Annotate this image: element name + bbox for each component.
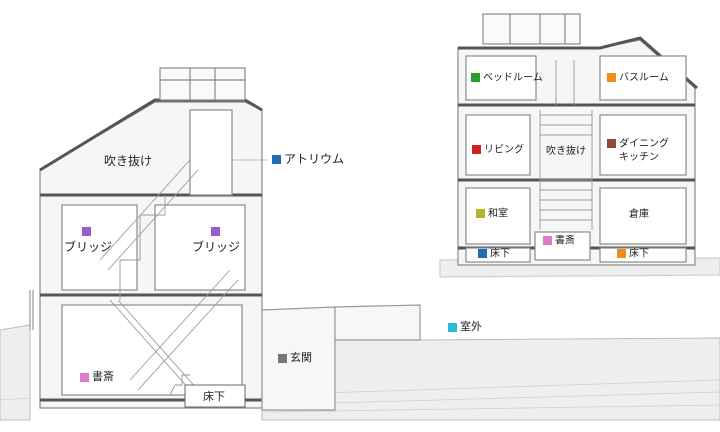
floor-under-right-1-text: 床下 [490,248,510,260]
swatch-orange-2 [617,249,626,258]
study-left-text: 書斎 [92,370,114,383]
swatch-gray [278,353,287,363]
label-entrance: 玄関 [278,352,312,363]
label-atrium-left: 吹き抜け [104,154,153,168]
left-stairs [99,159,239,396]
label-outside: 室外 [448,321,482,332]
label-living: リビング [472,145,524,156]
label-bathroom: バスルーム [607,73,669,84]
swatch-purple-2 [211,227,220,236]
swatch-red [472,145,481,154]
label-atrium-right: 吹き抜け [546,146,586,157]
study-right-text: 書斎 [555,235,575,247]
outside-text: 室外 [460,320,482,333]
label-bridge-left: ブリッジ [64,240,113,254]
dining-text-1: ダイニング [619,138,669,150]
ground-lines [0,379,720,413]
swatch-brown [607,139,616,148]
label-floor-under-right-2: 床下 [617,249,649,260]
label-japanese-room: 和室 [476,209,508,220]
swatch-purple-1 [82,227,91,236]
entrance-building [261,304,421,411]
label-floor-under-left: 床下 [203,390,225,403]
label-study-right: 書斎 [543,236,575,247]
right-stairs [539,60,593,230]
label-bridge-right: ブリッジ [192,240,241,254]
label-atrium-callout: アトリウム [272,153,344,165]
swatch-pink [80,372,89,382]
swatch-blue [272,155,281,164]
japanese-room-text: 和室 [488,208,508,220]
right-building [439,13,720,278]
bathroom-text: バスルーム [619,72,669,84]
left-building [39,67,263,409]
entrance-text: 玄関 [290,351,312,364]
swatch-olive [476,209,485,218]
label-study-left: 書斎 [80,371,114,382]
label-storage: 倉庫 [629,209,649,220]
swatch-blue-2 [478,249,487,258]
label-kitchen: キッチン [619,152,659,163]
living-text: リビング [484,144,524,156]
bedroom-text: ベッドルーム [483,72,543,84]
floor-under-right-2-text: 床下 [629,248,649,260]
label-dining: ダイニング [607,139,669,150]
swatch-pink-2 [543,236,552,245]
swatch-cyan [448,322,457,332]
atrium-callout-text: アトリウム [284,152,345,166]
label-floor-under-right-1: 床下 [478,249,510,260]
swatch-orange [607,73,616,82]
swatch-green [471,73,480,82]
fence [29,290,34,330]
label-bedroom: ベッドルーム [471,73,543,84]
